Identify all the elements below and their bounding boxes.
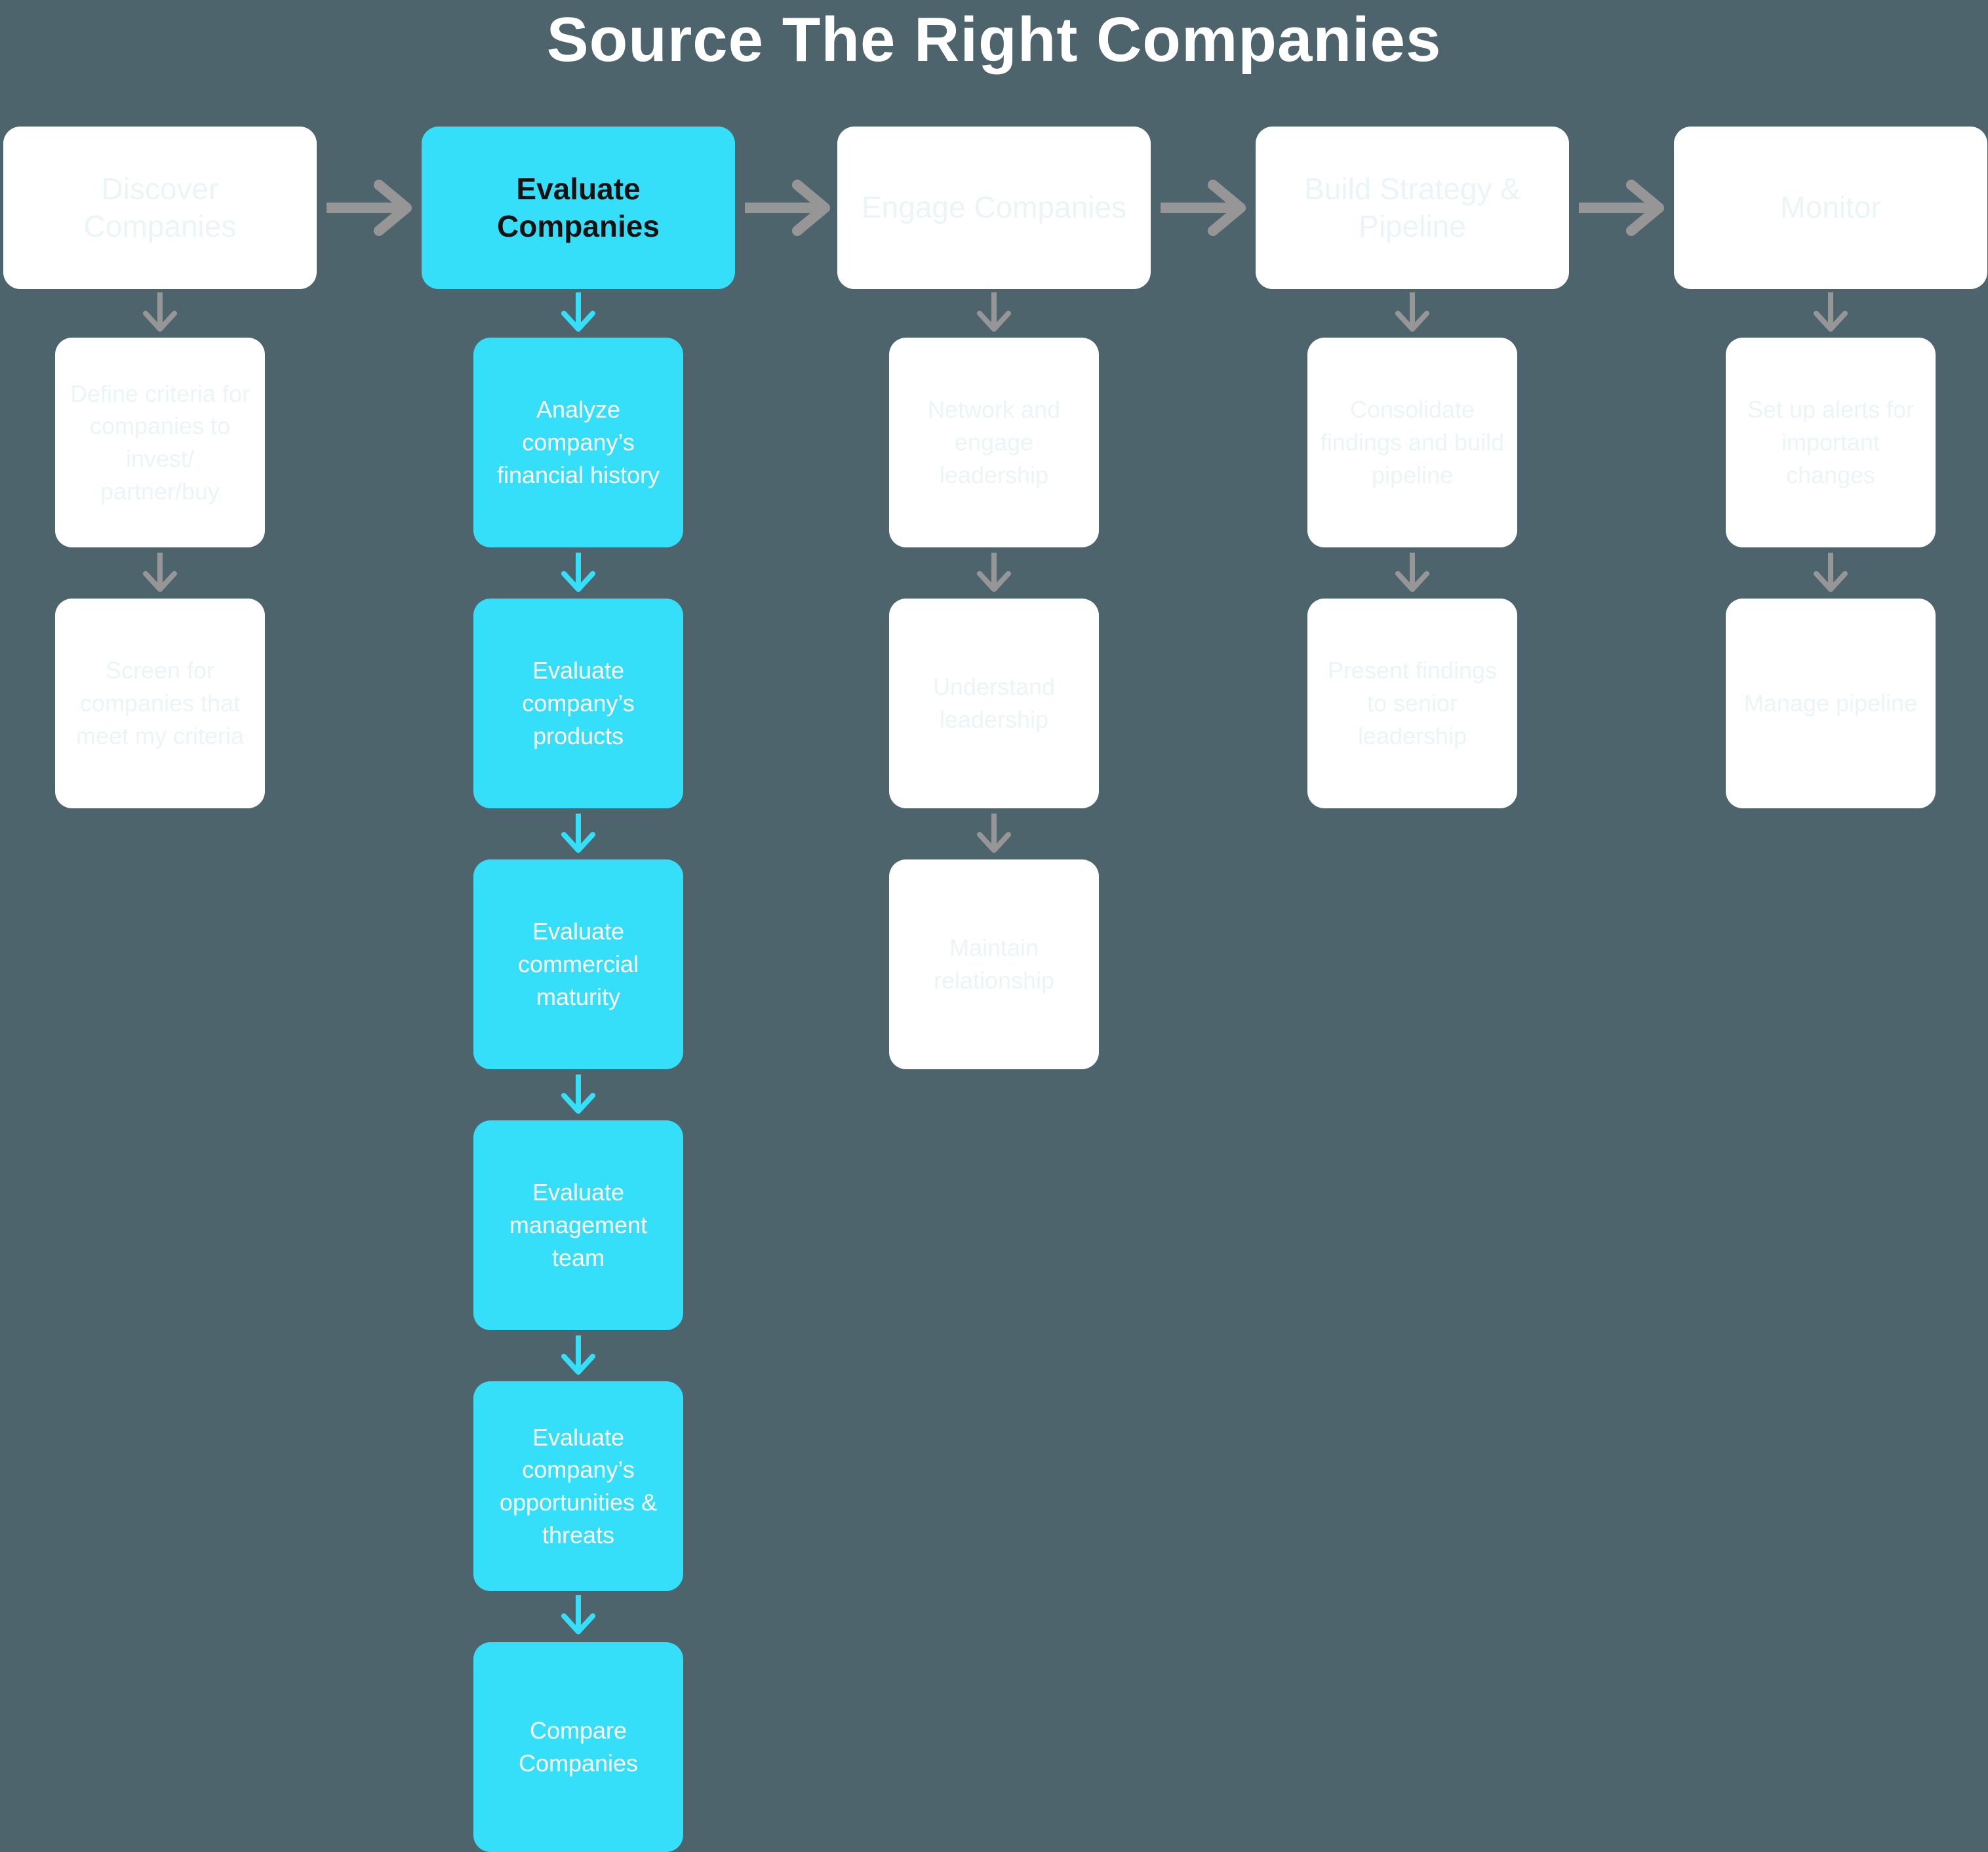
step-evaluate-management-team: Evaluate management team: [473, 1120, 683, 1330]
arrow-down-icon: [142, 553, 178, 593]
arrow-down-icon: [1394, 292, 1431, 333]
page-title: Source The Right Companies: [546, 5, 1442, 75]
stage-label: Discover Companies: [83, 171, 237, 244]
stage-engage-companies[interactable]: Engage Companies: [837, 127, 1151, 289]
stage-label: Evaluate Companies: [497, 171, 660, 244]
step-label: Network and engage leadership: [927, 396, 1061, 488]
step-label: Evaluate company’s opportunities & threa…: [499, 1423, 658, 1548]
step-evaluate-commercial-maturity: Evaluate commercial maturity: [473, 859, 683, 1069]
step-label: Evaluate management team: [509, 1179, 648, 1271]
arrow-down-icon: [1394, 553, 1431, 593]
step-label: Present findings to senior leadership: [1327, 657, 1498, 749]
arrow-right-icon: [1161, 178, 1252, 237]
stage-monitor[interactable]: Monitor: [1674, 127, 1987, 289]
step-compare-companies: Compare Companies: [473, 1642, 683, 1852]
arrow-right-icon: [745, 178, 837, 237]
arrow-down-icon: [976, 553, 1012, 593]
arrow-right-icon: [327, 178, 418, 237]
step-label: Understand leadership: [932, 673, 1056, 733]
step-consolidate-findings: Consolidate findings and build pipeline: [1307, 338, 1517, 547]
arrow-down-icon: [560, 292, 597, 333]
stage-evaluate-companies[interactable]: Evaluate Companies: [422, 127, 735, 289]
arrow-right-icon: [1579, 178, 1671, 237]
step-setup-alerts: Set up alerts for important changes: [1726, 338, 1936, 547]
arrow-down-icon: [560, 553, 597, 593]
step-label: Evaluate company’s products: [522, 657, 635, 749]
step-maintain-relationship: Maintain relationship: [889, 859, 1099, 1069]
step-label: Define criteria for companies to invest/…: [70, 380, 250, 505]
stage-label: Build Strategy & Pipeline: [1304, 171, 1521, 244]
arrow-down-icon: [560, 1595, 597, 1636]
step-manage-pipeline: Manage pipeline: [1726, 599, 1936, 808]
step-label: Compare Companies: [518, 1717, 639, 1777]
step-analyze-financial-history: Analyze company’s financial history: [473, 338, 683, 547]
arrow-down-icon: [976, 292, 1012, 333]
step-network-engage-leadership: Network and engage leadership: [889, 338, 1099, 547]
step-define-criteria: Define criteria for companies to invest/…: [55, 338, 265, 547]
step-understand-leadership: Understand leadership: [889, 599, 1099, 808]
stage-label: Monitor: [1780, 190, 1881, 225]
arrow-down-icon: [1812, 292, 1849, 333]
stage-label: Engage Companies: [861, 190, 1127, 225]
stage-build-strategy-pipeline[interactable]: Build Strategy & Pipeline: [1256, 127, 1569, 289]
arrow-down-icon: [1812, 553, 1849, 593]
arrow-down-icon: [142, 292, 178, 333]
step-label: Set up alerts for important changes: [1747, 396, 1915, 488]
step-present-findings: Present findings to senior leadership: [1307, 599, 1517, 808]
step-label: Screen for companies that meet my criter…: [75, 657, 245, 749]
step-label: Consolidate findings and build pipeline: [1320, 396, 1505, 488]
arrow-down-icon: [560, 1335, 597, 1376]
step-screen-companies: Screen for companies that meet my criter…: [55, 599, 265, 808]
arrow-down-icon: [560, 1074, 597, 1115]
step-evaluate-products: Evaluate company’s products: [473, 599, 683, 808]
step-label: Evaluate commercial maturity: [517, 918, 639, 1010]
step-evaluate-opportunities-threats: Evaluate company’s opportunities & threa…: [473, 1381, 683, 1591]
step-label: Manage pipeline: [1743, 690, 1918, 717]
stage-discover-companies[interactable]: Discover Companies: [3, 127, 317, 289]
step-label: Analyze company’s financial history: [496, 396, 660, 488]
step-label: Maintain relationship: [933, 934, 1055, 994]
arrow-down-icon: [560, 814, 597, 854]
arrow-down-icon: [976, 814, 1012, 854]
